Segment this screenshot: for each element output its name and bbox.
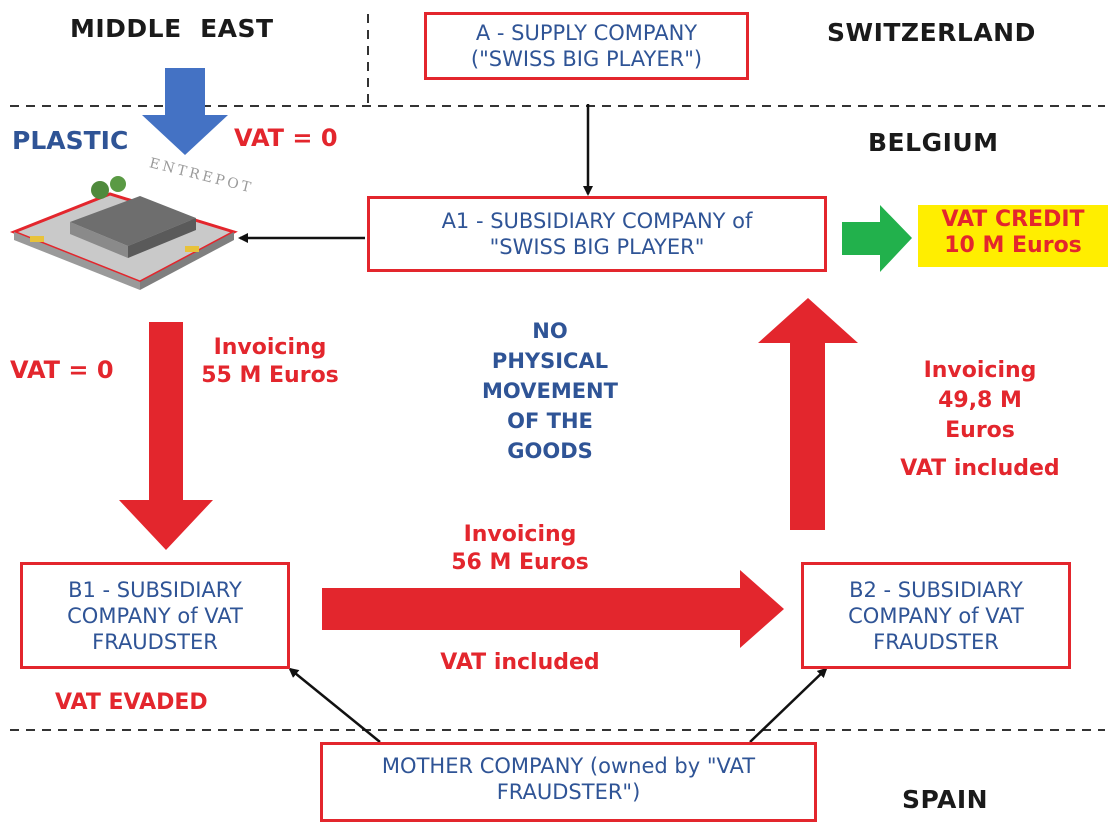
region-switzerland: SWITZERLAND bbox=[827, 18, 1036, 47]
no-physical-movement-label: NO PHYSICAL MOVEMENT OF THE GOODS bbox=[482, 319, 618, 463]
vat-included-mid-label: VAT included bbox=[440, 650, 600, 675]
import-arrow bbox=[142, 68, 228, 155]
vat-zero-top-label: VAT = 0 bbox=[234, 124, 338, 152]
invoice-arrow-up bbox=[758, 298, 858, 530]
invoicing-55-label: Invoicing 55 M Euros bbox=[201, 335, 339, 388]
subsidiary-a1-label: A1 - SUBSIDIARY COMPANY of "SWISS BIG PL… bbox=[441, 209, 753, 259]
delivery-arrow-down bbox=[119, 322, 213, 550]
ownership-arrow-b2 bbox=[749, 667, 828, 743]
region-middle-east: MIDDLE EAST bbox=[70, 14, 274, 43]
vat-evaded-label: VAT EVADED bbox=[55, 690, 208, 715]
subsidiary-a1-box: A1 - SUBSIDIARY COMPANY of "SWISS BIG PL… bbox=[367, 196, 827, 272]
supply-company-box: A - SUPPLY COMPANY ("SWISS BIG PLAYER") bbox=[424, 12, 749, 80]
subsidiary-b1-box: B1 - SUBSIDIARY COMPANY of VAT FRAUDSTER bbox=[20, 562, 290, 669]
mother-company-box: MOTHER COMPANY (owned by "VAT FRAUDSTER"… bbox=[320, 742, 817, 822]
subsidiary-b1-label: B1 - SUBSIDIARY COMPANY of VAT FRAUDSTER bbox=[67, 577, 243, 654]
invoice-arrow-right bbox=[322, 570, 784, 648]
subsidiary-b2-box: B2 - SUBSIDIARY COMPANY of VAT FRAUDSTER bbox=[801, 562, 1071, 669]
region-belgium: BELGIUM bbox=[868, 128, 999, 157]
plastic-label: PLASTIC bbox=[12, 126, 129, 155]
region-spain: SPAIN bbox=[902, 785, 989, 814]
ownership-arrow-b1 bbox=[288, 667, 381, 743]
vat-credit-arrow bbox=[842, 205, 912, 272]
invoicing-49-label: Invoicing 49,8 M Euros bbox=[923, 358, 1037, 443]
mother-company-label: MOTHER COMPANY (owned by "VAT FRAUDSTER"… bbox=[381, 754, 756, 804]
vat-zero-left-label: VAT = 0 bbox=[10, 356, 114, 384]
subsidiary-b2-label: B2 - SUBSIDIARY COMPANY of VAT FRAUDSTER bbox=[848, 577, 1024, 654]
warehouse-illustration bbox=[9, 176, 238, 290]
vat-credit-badge: VAT CREDIT 10 M Euros bbox=[918, 205, 1108, 267]
vat-included-right-label: VAT included bbox=[900, 456, 1060, 481]
invoicing-56-label: Invoicing 56 M Euros bbox=[451, 522, 589, 575]
supply-company-label: A - SUPPLY COMPANY ("SWISS BIG PLAYER") bbox=[470, 21, 703, 71]
